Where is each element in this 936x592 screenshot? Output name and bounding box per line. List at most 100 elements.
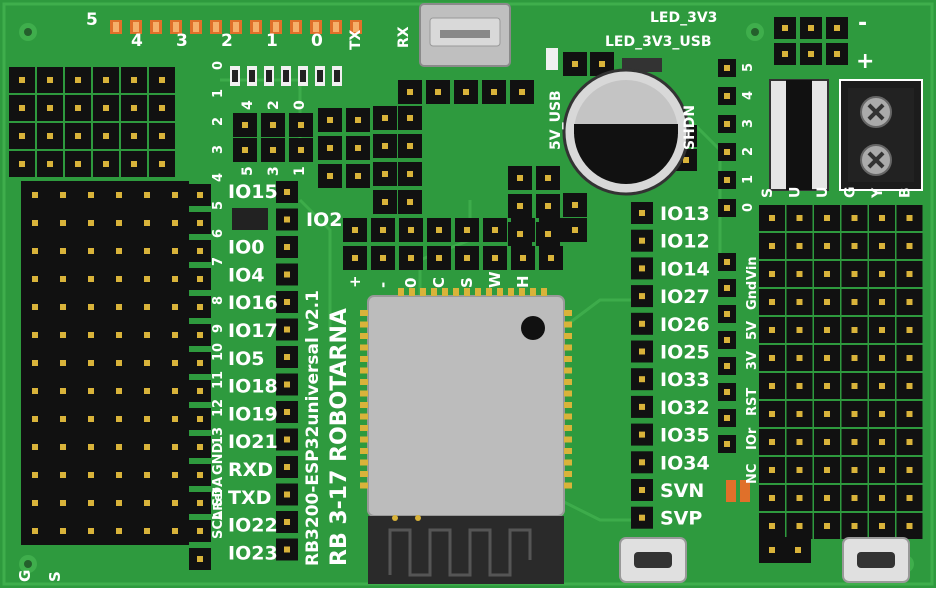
led-index-label: 3 xyxy=(176,31,188,51)
connector-pin-label: C xyxy=(430,277,448,288)
top-led-array xyxy=(110,20,750,502)
io-label: IO15 xyxy=(228,181,278,203)
connector-pin-label: W xyxy=(486,271,504,288)
connector-pin-label: H xyxy=(514,275,532,288)
left-pin-label: 13 xyxy=(211,427,226,445)
io-label: SVP xyxy=(660,508,702,530)
io-label: IO21 xyxy=(228,431,278,453)
io-label: IO17 xyxy=(228,320,278,342)
power-plus-label: + xyxy=(856,49,874,74)
left-pin-label: 3 xyxy=(211,145,226,154)
esp32-pads xyxy=(360,288,572,489)
connector-pin-label: - xyxy=(374,282,392,288)
io-label: IO26 xyxy=(660,314,710,336)
board-subtitle: RB 3-17 ROBOTARNA xyxy=(327,308,352,566)
aref-label: ARef xyxy=(211,487,225,520)
io-label: IO18 xyxy=(228,376,278,398)
left-pin-label: 7 xyxy=(211,257,226,266)
io-label: IO4 xyxy=(228,264,264,286)
io-label: IO25 xyxy=(660,342,710,364)
led-index-label: 2 xyxy=(221,31,233,51)
io-label: IO12 xyxy=(660,231,710,253)
io-label: IO0 xyxy=(228,237,264,259)
tx-label: TX xyxy=(348,29,364,50)
led-index-label: 4 xyxy=(131,31,143,51)
power-pin-label: 3V xyxy=(745,351,760,370)
left-pin-label: 1 xyxy=(211,89,226,98)
board-title: RB3200-ESP32universal v2.1 xyxy=(303,290,323,566)
io-right-labels: IO13IO12IO14IO27IO26IO25IO33IO32IO35IO34… xyxy=(660,203,710,530)
io-label: IO33 xyxy=(660,369,710,391)
io-label: IO22 xyxy=(228,515,278,537)
led-index-label: 5 xyxy=(86,10,98,30)
power-pin-label: 5V xyxy=(745,321,760,340)
led-index-label: 0 xyxy=(311,31,323,51)
led-index-label: 1 xyxy=(266,31,278,51)
right-header-label: S xyxy=(760,188,776,198)
io-label: IO13 xyxy=(660,203,710,225)
smd-transistor xyxy=(232,208,268,230)
left-pin-label: 0 xyxy=(211,61,226,70)
io-label: IO27 xyxy=(660,286,710,308)
boot-button[interactable] xyxy=(842,537,910,583)
io-label: IO5 xyxy=(228,348,264,370)
left-pin-label: 6 xyxy=(211,229,226,238)
left-pin-label: 2 xyxy=(211,117,226,126)
left-pin-label: 10 xyxy=(211,343,226,361)
reset-button[interactable] xyxy=(619,537,687,583)
io-label: IO32 xyxy=(660,397,710,419)
io-label: IO16 xyxy=(228,292,278,314)
io-label: IO35 xyxy=(660,425,710,447)
shdn-pin-label: 5 xyxy=(741,63,756,72)
connector-pin-label: + xyxy=(346,275,364,288)
shdn-pin-label: 2 xyxy=(741,147,756,156)
left-pin-label: 5 xyxy=(211,201,226,210)
io-label: IO23 xyxy=(228,542,278,564)
left-pin-label: 4 xyxy=(211,173,226,182)
io-label: IO14 xyxy=(660,258,710,280)
shdn-pin-label: 3 xyxy=(741,119,756,128)
jumper-label: 4 xyxy=(240,100,256,110)
smd-resistor xyxy=(726,480,736,502)
power-pin-label: IOr xyxy=(745,427,760,450)
rx-label: RX xyxy=(396,26,412,48)
io-label: IO2 xyxy=(306,209,342,231)
right-pin-header[interactable] xyxy=(759,205,923,563)
shdn-pin-label: 0 xyxy=(741,203,756,212)
left-pin-header[interactable] xyxy=(9,17,848,570)
right-header-label: G xyxy=(843,187,859,199)
power-pin-label: Gnd xyxy=(745,281,760,310)
left-pin-label: 9 xyxy=(211,324,226,333)
left-pin-label: 12 xyxy=(211,399,226,417)
power-pin-label: Vin xyxy=(745,256,760,280)
left-pin-label: 8 xyxy=(211,296,226,305)
right-header-label: U xyxy=(788,187,804,198)
right-header-label: Y xyxy=(870,187,886,199)
io-label: TXD xyxy=(228,487,271,509)
io-label: RXD xyxy=(228,459,273,481)
shdn-pin-label: 1 xyxy=(741,175,756,184)
shdn-pin-label: 4 xyxy=(741,91,756,100)
left-bottom-label: S xyxy=(46,571,64,582)
jumper-label: 5 xyxy=(240,166,256,176)
power-minus-label: - xyxy=(858,11,867,36)
connector-pin-label: 0 xyxy=(402,278,420,288)
io-label: SVN xyxy=(660,480,704,502)
power-pin-label: NC xyxy=(745,464,760,484)
left-pin-label: GND xyxy=(211,442,226,475)
right-header-label: B xyxy=(898,187,914,198)
connector-pin-label: S xyxy=(458,277,476,288)
led-3v3-label: LED_3V3 xyxy=(650,10,717,26)
jumper-label: 1 xyxy=(292,166,308,176)
jumper-label: 0 xyxy=(292,100,308,110)
io-label: IO34 xyxy=(660,452,710,474)
left-bottom-label: G xyxy=(16,570,34,582)
left-pin-label: SCL xyxy=(211,512,226,539)
power-pin-label: RST xyxy=(745,388,760,416)
led-3v3-usb-label: LED_3V3_USB xyxy=(605,34,712,50)
5v-usb-label: 5V_USB xyxy=(548,90,564,150)
